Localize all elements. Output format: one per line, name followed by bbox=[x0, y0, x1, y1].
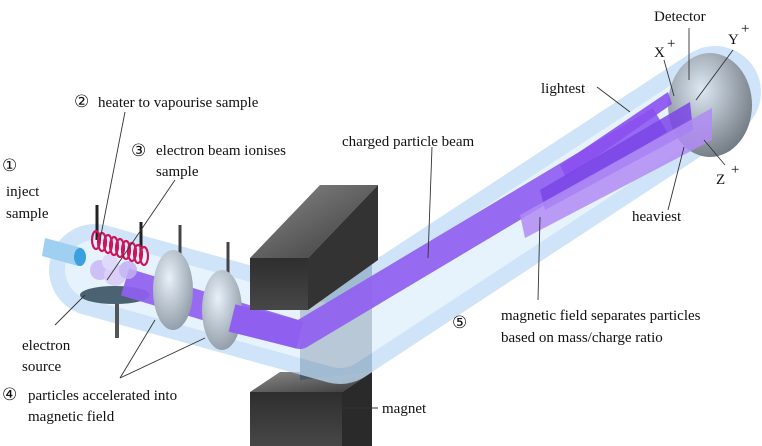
step-3-label: electron beam ionises bbox=[156, 143, 286, 159]
ion-y-label: Y bbox=[728, 32, 739, 48]
step-2-label: heater to vapourise sample bbox=[98, 95, 259, 111]
electron-source-label-line2: source bbox=[22, 359, 61, 375]
beam-lightest bbox=[560, 92, 672, 178]
leader-z bbox=[703, 139, 726, 166]
ion-x-charge: + bbox=[667, 36, 675, 52]
step-5-number: ⑤ bbox=[452, 313, 467, 332]
leader-plate-1 bbox=[119, 319, 156, 379]
leader-electron-beam bbox=[106, 179, 176, 281]
leader-y bbox=[695, 49, 734, 101]
inlet-pipe bbox=[42, 238, 86, 266]
lightest-label: lightest bbox=[541, 81, 586, 97]
ion-y-charge: + bbox=[741, 21, 749, 37]
leader-plate-2 bbox=[119, 337, 206, 379]
ion-z-label: Z bbox=[716, 172, 725, 188]
step-3-label-line2: sample bbox=[156, 164, 199, 180]
ionisation-cloud bbox=[90, 254, 137, 286]
step-4-number: ④ bbox=[2, 385, 17, 404]
leader-heaviest bbox=[667, 146, 685, 211]
step-4-label: particles accelerated into bbox=[28, 388, 177, 404]
step-1-number: ① bbox=[2, 156, 17, 175]
ion-x-label: X bbox=[654, 45, 665, 61]
leader-separation bbox=[537, 216, 541, 301]
ion-z-charge: + bbox=[731, 162, 739, 178]
leader-heater bbox=[99, 111, 126, 241]
step-3-number: ③ bbox=[131, 141, 146, 160]
electron-source-label: electron bbox=[22, 338, 71, 354]
heaviest-label: heaviest bbox=[632, 209, 682, 225]
magnet-top bbox=[250, 185, 378, 310]
leader-beam bbox=[427, 146, 433, 259]
step-1-label-line2: sample bbox=[6, 206, 49, 222]
magnet-bottom bbox=[250, 372, 372, 446]
labels: ① inject sample ② heater to vapourise sa… bbox=[2, 9, 749, 425]
magnet-label: magnet bbox=[382, 401, 427, 417]
beam-label: charged particle beam bbox=[342, 134, 474, 150]
heater-coil bbox=[90, 205, 150, 267]
leader-lightest bbox=[596, 86, 631, 113]
step-5-label: magnetic field separates particles bbox=[501, 308, 701, 324]
step-4-label-line2: magnetic field bbox=[28, 409, 115, 425]
beam-heaviest bbox=[520, 108, 712, 238]
step-2-number: ② bbox=[74, 92, 89, 111]
accelerator-plate-1 bbox=[153, 225, 193, 330]
step-5-label-line2: based on mass/charge ratio bbox=[501, 330, 663, 346]
leader-electron-source bbox=[54, 294, 86, 326]
beam-front-segment bbox=[228, 304, 304, 349]
leader-x bbox=[663, 59, 675, 97]
detector-label: Detector bbox=[654, 9, 706, 25]
step-1-label: inject bbox=[6, 184, 40, 200]
